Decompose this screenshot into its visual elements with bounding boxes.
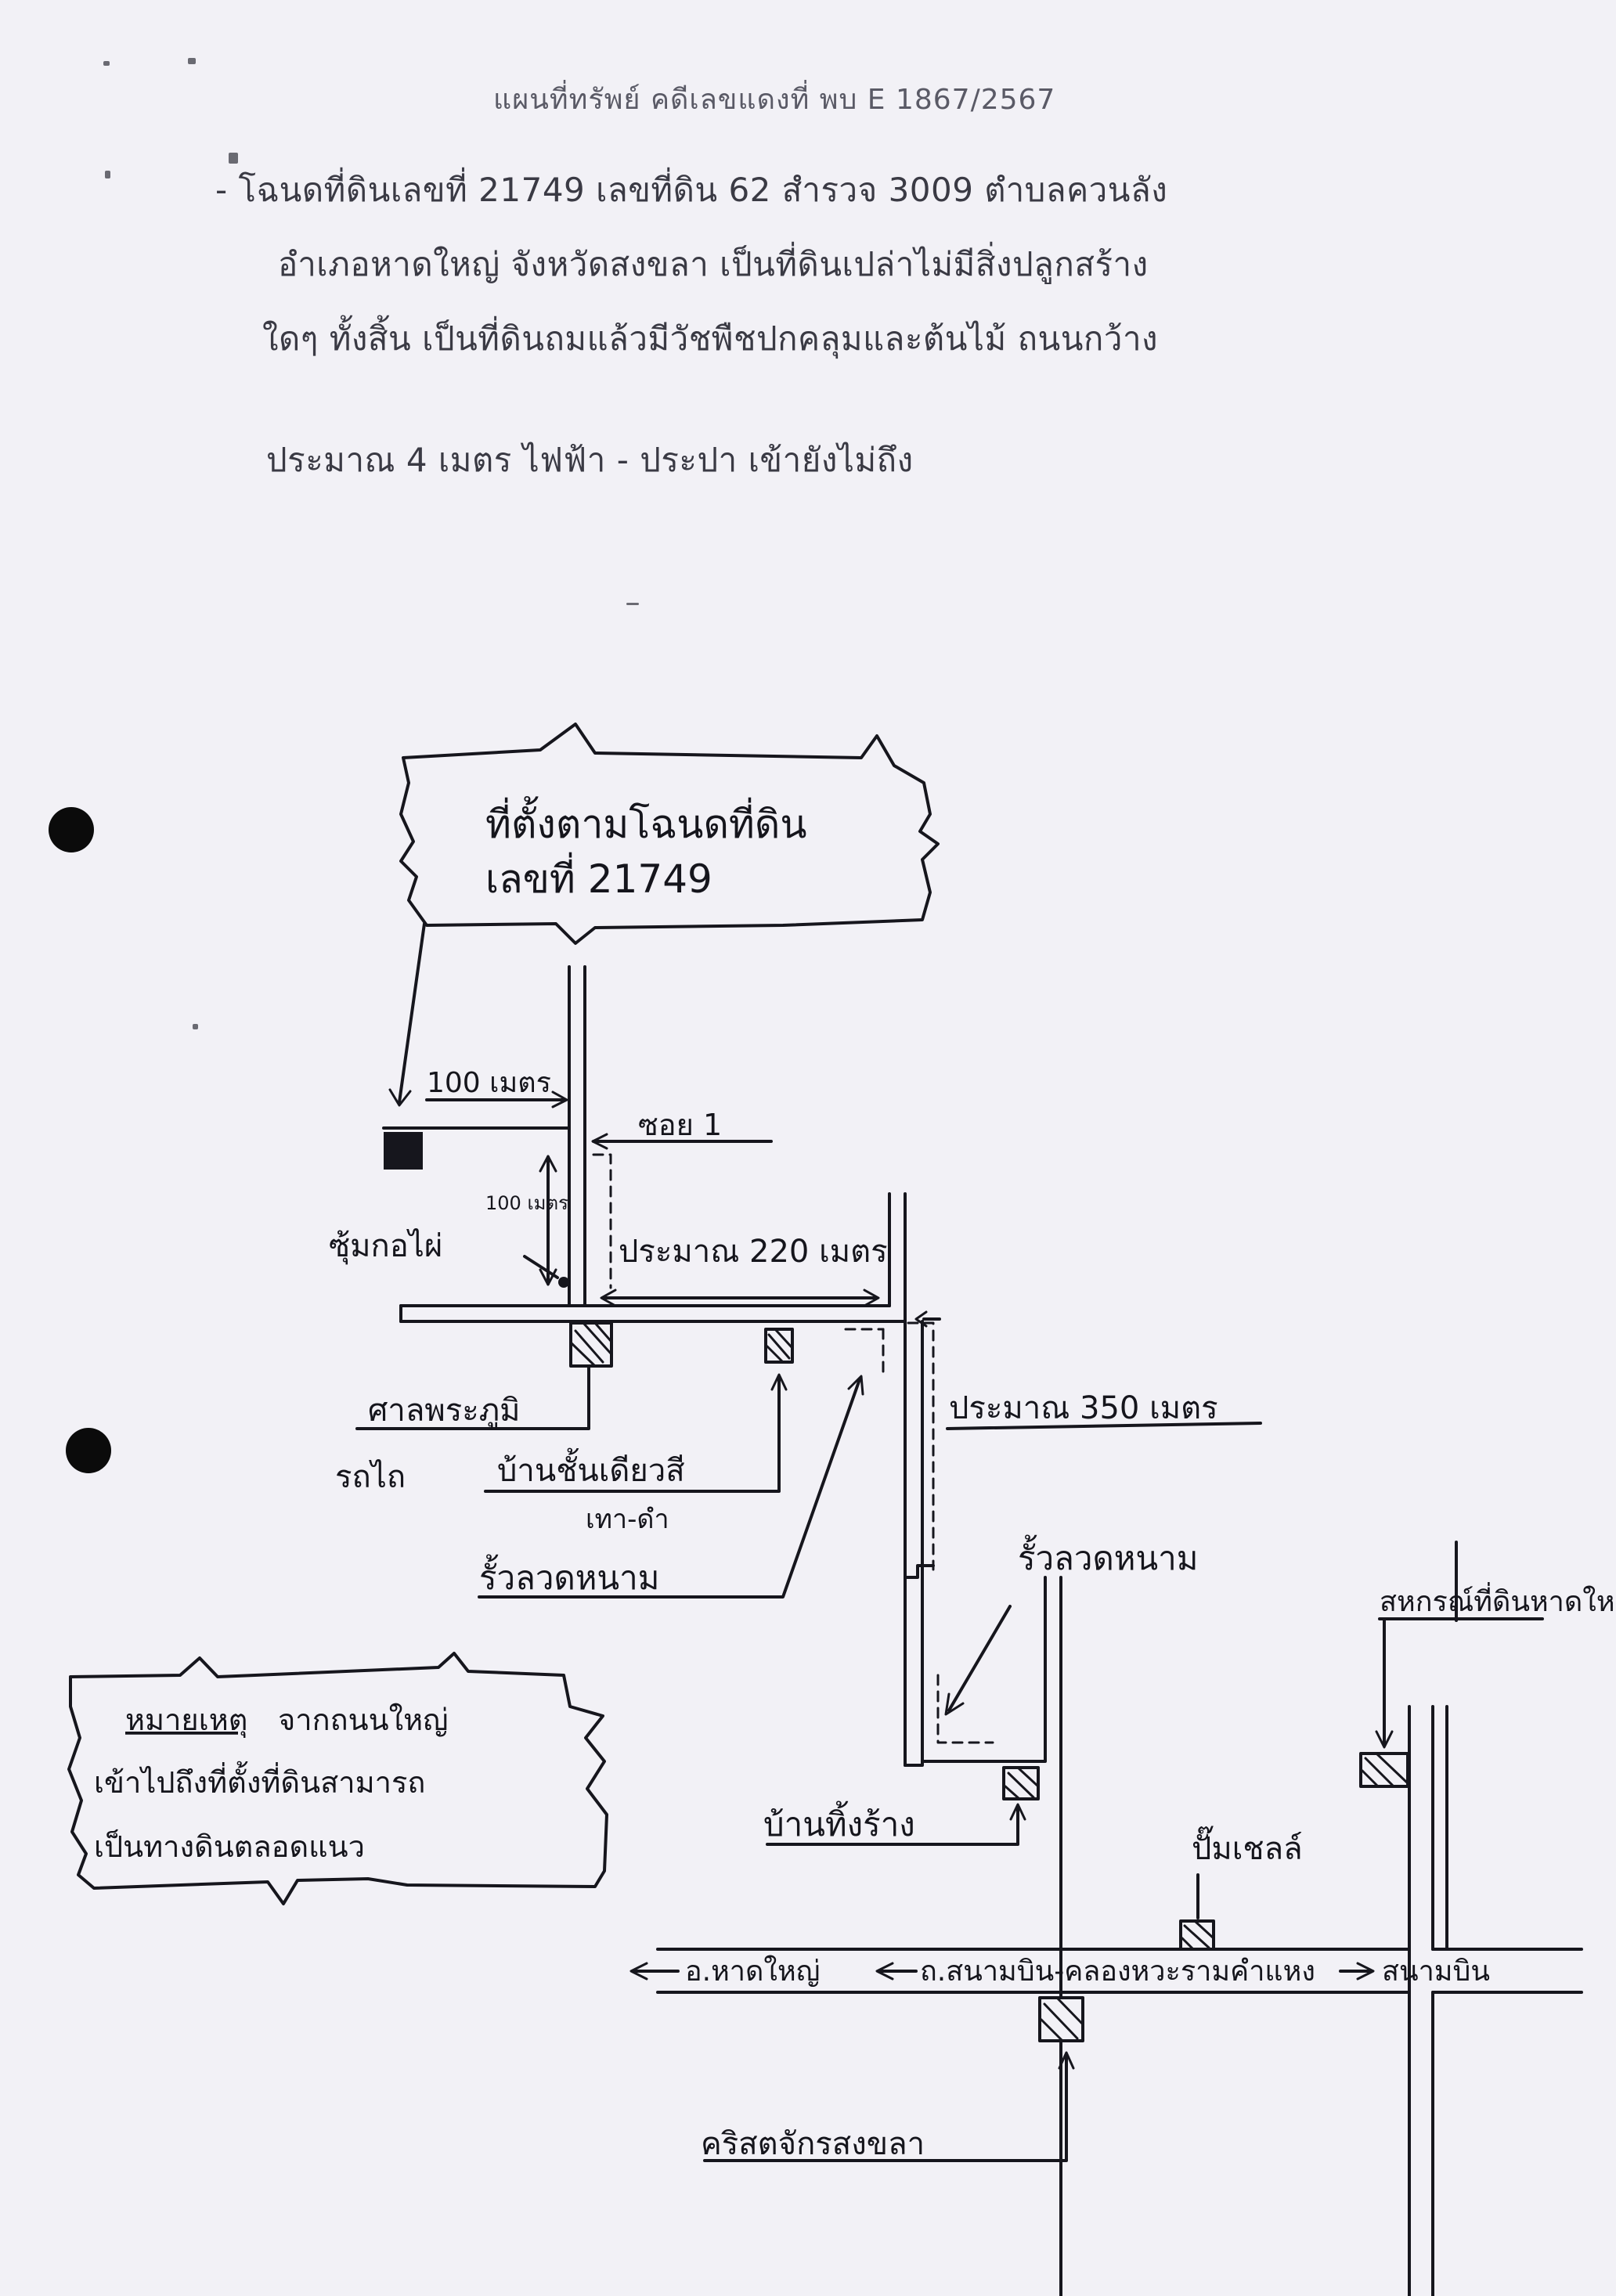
label-gas-station: ปั๊มเชลล์	[1192, 1826, 1303, 1867]
barbed-fence-right-pointer-arrow	[944, 1692, 965, 1716]
label-single-storey-house: บ้านชั้นเดียวสี	[497, 1447, 685, 1489]
car-repair-shop-marker	[569, 1321, 613, 1368]
note-heading: หมายเหตุ	[125, 1703, 247, 1738]
right-edge-label-pointer-arrow	[1375, 1730, 1394, 1749]
note-line-2: เข้าไปถึงที่ตั้งที่ดินสามารถ	[94, 1761, 425, 1800]
single-storey-house-pointer	[484, 1376, 781, 1493]
description-line-3: ใดๆ ทั้งสิ้น เป็นที่ดินถมแล้วมีวัชพืชปกค…	[262, 319, 1159, 358]
soi-1-pointer-arrow	[591, 1133, 608, 1150]
label-soi-1: ซอย 1	[638, 1108, 722, 1142]
right-building-marker	[1359, 1752, 1409, 1788]
label-barbed-fence-left: รั้วลวดหนาม	[479, 1554, 659, 1597]
label-car-repair-shop: ศาลพระภูมิ	[368, 1393, 520, 1429]
car-repair-shop-hatching	[569, 1321, 613, 1368]
label-abandoned-house: บ้านทิ้งร้าง	[763, 1800, 915, 1844]
dimension-100m-horizontal-arrow	[551, 1090, 568, 1108]
abandoned-house-pointer-arrow	[1009, 1803, 1026, 1821]
church-hatching	[1040, 1996, 1084, 2042]
main-road-arrow-mid	[875, 1962, 894, 1981]
label-barbed-fence-right: รั้วลวดหนาม	[1018, 1534, 1198, 1577]
gas-station-hatching	[1181, 1919, 1215, 1951]
single-storey-house-hatching	[766, 1328, 794, 1364]
barbed-fence-corner	[936, 1674, 994, 1744]
route-dashed-soi-1	[592, 1153, 612, 1289]
abandoned-house-pointer	[766, 1805, 1019, 1846]
note-line-1: จากถนนใหญ่	[278, 1703, 449, 1737]
fence-jog	[904, 1564, 935, 1579]
label-approx-350m: ประมาณ 350 เมตร	[949, 1390, 1218, 1426]
right-building-hatching	[1361, 1752, 1409, 1788]
punch-hole-bottom	[66, 1428, 111, 1473]
box-pointer-arrowhead	[388, 1088, 412, 1107]
church-pointer-arrow	[1058, 2051, 1075, 2070]
description-line-4: ประมาณ 4 เมตร ไฟฟ้า - ประปา เข้ายังไม่ถึ…	[266, 441, 914, 479]
paper-speck	[103, 61, 110, 66]
box-pointer-line	[398, 922, 426, 1104]
note-box-border	[67, 1652, 608, 1905]
label-single-storey-house-line-2: เทา-ดำ	[586, 1504, 669, 1535]
route-dashed-right-road	[907, 1321, 935, 1571]
paper-speck	[626, 603, 639, 605]
abandoned-house-hatching	[1004, 1766, 1040, 1800]
location-box-line-2: เลขที่ 21749	[485, 852, 712, 902]
location-box-line-1: ที่ตั้งตามโฉนดที่ดิน	[485, 796, 807, 847]
church-pointer	[703, 2053, 1068, 2162]
punch-hole-top	[49, 807, 94, 852]
label-main-road-left: อ.หาดใหญ่	[685, 1955, 820, 1988]
single-storey-house-pointer-arrow	[770, 1373, 788, 1391]
label-main-road-middle: ถ.สนามบิน-คลองหวะรามคำแหง	[920, 1955, 1315, 1988]
main-road-arrow-right	[1356, 1962, 1375, 1981]
label-approx-220m: ประมาณ 220 เมตร	[619, 1234, 888, 1270]
approx-350m-pointer-arrow	[914, 1310, 928, 1328]
barbed-fence-right-pointer	[947, 1605, 1012, 1712]
label-100m-vertical: 100 เมตร	[485, 1192, 568, 1214]
dimension-220m-arrow-right	[863, 1289, 880, 1307]
lower-road-bend	[904, 1760, 924, 1767]
label-main-road-right: สนามบิน	[1382, 1955, 1490, 1988]
location-box-border	[399, 723, 940, 945]
paper-speck	[188, 58, 196, 64]
label-right-edge: สหกรณ์ที่ดินหาดใหญ่	[1380, 1582, 1616, 1618]
approx-350m-underline	[946, 1422, 1262, 1430]
dimension-100m-vertical-arrow-top	[539, 1155, 557, 1173]
barbed-fence-left-pointer	[478, 1378, 861, 1599]
label-church: คริสตจักรสงขลา	[701, 2126, 925, 2162]
note-line-3: เป็นทางดินตลอดแนว	[94, 1829, 365, 1864]
electric-pole-pointer	[523, 1255, 559, 1279]
property-parcel	[384, 1132, 423, 1170]
label-100m-horizontal: 100 เมตร	[427, 1067, 551, 1099]
paper-speck	[105, 171, 110, 178]
description-line-2: อำเภอหาดใหญ่ จังหวัดสงขลา เป็นที่ดินเปล่…	[278, 245, 1149, 283]
car-repair-shop-pointer	[355, 1364, 590, 1430]
dimension-220m-arrow-left	[600, 1289, 617, 1307]
description-line-1: - โฉนดที่ดินเลขที่ 21749 เลขที่ดิน 62 สำ…	[215, 171, 1168, 209]
main-road-arrow-left	[629, 1962, 648, 1981]
label-car-repair-shop-line-2: รถไถ	[335, 1459, 406, 1495]
paper-speck	[193, 1024, 198, 1029]
barbed-fence-left-pointer-arrow	[847, 1375, 864, 1396]
lower-road-outer-edge	[921, 1576, 1047, 1763]
label-electric-pole: ซุ้มกอไผ่	[329, 1228, 442, 1265]
electric-pole-marker	[558, 1277, 569, 1288]
paper-speck	[229, 153, 238, 164]
document-title: แผนที่ทรัพย์ คดีเลขแดงที่ พบ E 1867/2567	[493, 84, 1056, 116]
